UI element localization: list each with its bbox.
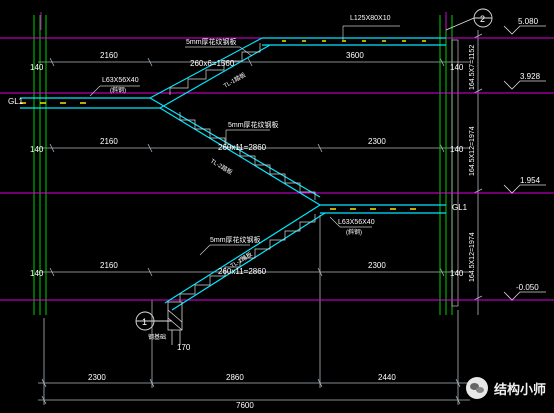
elev-3: 1.954 xyxy=(520,176,541,185)
dim-2300-mid: 2300 xyxy=(368,137,386,146)
plate-top-label: 5mm厚花纹钢板 xyxy=(186,37,237,46)
dimension-lines xyxy=(38,30,483,405)
slope-mid-label: TL-2踏板 xyxy=(209,157,234,176)
dim-140-1: 140 xyxy=(30,63,44,72)
leaders xyxy=(89,25,400,256)
dim-2160-top: 2160 xyxy=(100,51,118,60)
vdim-top: 164.5X7=1152 xyxy=(469,45,476,90)
elev-2: 3.928 xyxy=(520,72,541,81)
dim-top-run: 260x6=1560 xyxy=(190,59,235,68)
top-beam-marks xyxy=(20,40,426,210)
dim-2160-low: 2160 xyxy=(100,261,118,270)
angle-left-note: (斜钢) xyxy=(110,86,126,94)
plate-low-label: 5mm厚花纹钢板 xyxy=(210,235,261,244)
angle-right-note: (斜钢) xyxy=(346,228,362,236)
dim-140-5: 140 xyxy=(30,269,44,278)
dim-3600: 3600 xyxy=(346,51,364,60)
dim-170: 170 xyxy=(177,343,191,352)
stair-treads xyxy=(169,43,316,302)
gl-right-label: GL1 xyxy=(452,203,468,212)
dim-2160-mid: 2160 xyxy=(100,137,118,146)
axis-label-right: 2 xyxy=(480,14,485,24)
plate-mid-label: 5mm厚花纹钢板 xyxy=(228,120,279,129)
dim-bottom-2440: 2440 xyxy=(378,373,396,382)
dim-total: 7600 xyxy=(236,401,254,410)
dim-bottom-2860: 2860 xyxy=(226,373,244,382)
dim-run-low: 260x11=2860 xyxy=(218,267,267,276)
dim-140-3: 140 xyxy=(30,145,44,154)
elev-top: 5.080 xyxy=(518,17,539,26)
dim-140-2: 140 xyxy=(450,63,464,72)
watermark-text: 结构小师 xyxy=(493,382,546,398)
elev-4: -0.050 xyxy=(516,283,539,292)
elevation-markers xyxy=(503,25,546,301)
angle-left-label: L63X56X40 xyxy=(102,77,139,84)
dim-run-mid: 260x11=2860 xyxy=(218,143,267,152)
dim-140-6: 140 xyxy=(450,269,464,278)
angle-right-label: L63X56X40 xyxy=(338,219,375,226)
wechat-icon xyxy=(465,377,488,399)
top-axis-line xyxy=(40,12,447,30)
vdim-mid: 164.5X12=1974 xyxy=(469,126,476,176)
slope-top-label: TL-1踏板 xyxy=(222,71,247,90)
axis-bubbles xyxy=(135,8,493,331)
watermark: 结构小师 xyxy=(465,377,546,399)
gl-left-label: GL1 xyxy=(8,97,24,106)
vdim-low: 164.5X12=1974 xyxy=(469,232,476,282)
stair-flights xyxy=(20,37,446,311)
dim-bottom-2300: 2300 xyxy=(88,373,106,382)
axis-label-left: 1 xyxy=(142,317,147,327)
angle-top-label: L125X80X10 xyxy=(350,15,391,22)
stair-base xyxy=(167,301,183,345)
dim-140-4: 140 xyxy=(450,145,464,154)
base-note: 钢基础 xyxy=(148,333,166,341)
columns xyxy=(33,15,459,315)
dim-2300-low: 2300 xyxy=(368,261,386,270)
